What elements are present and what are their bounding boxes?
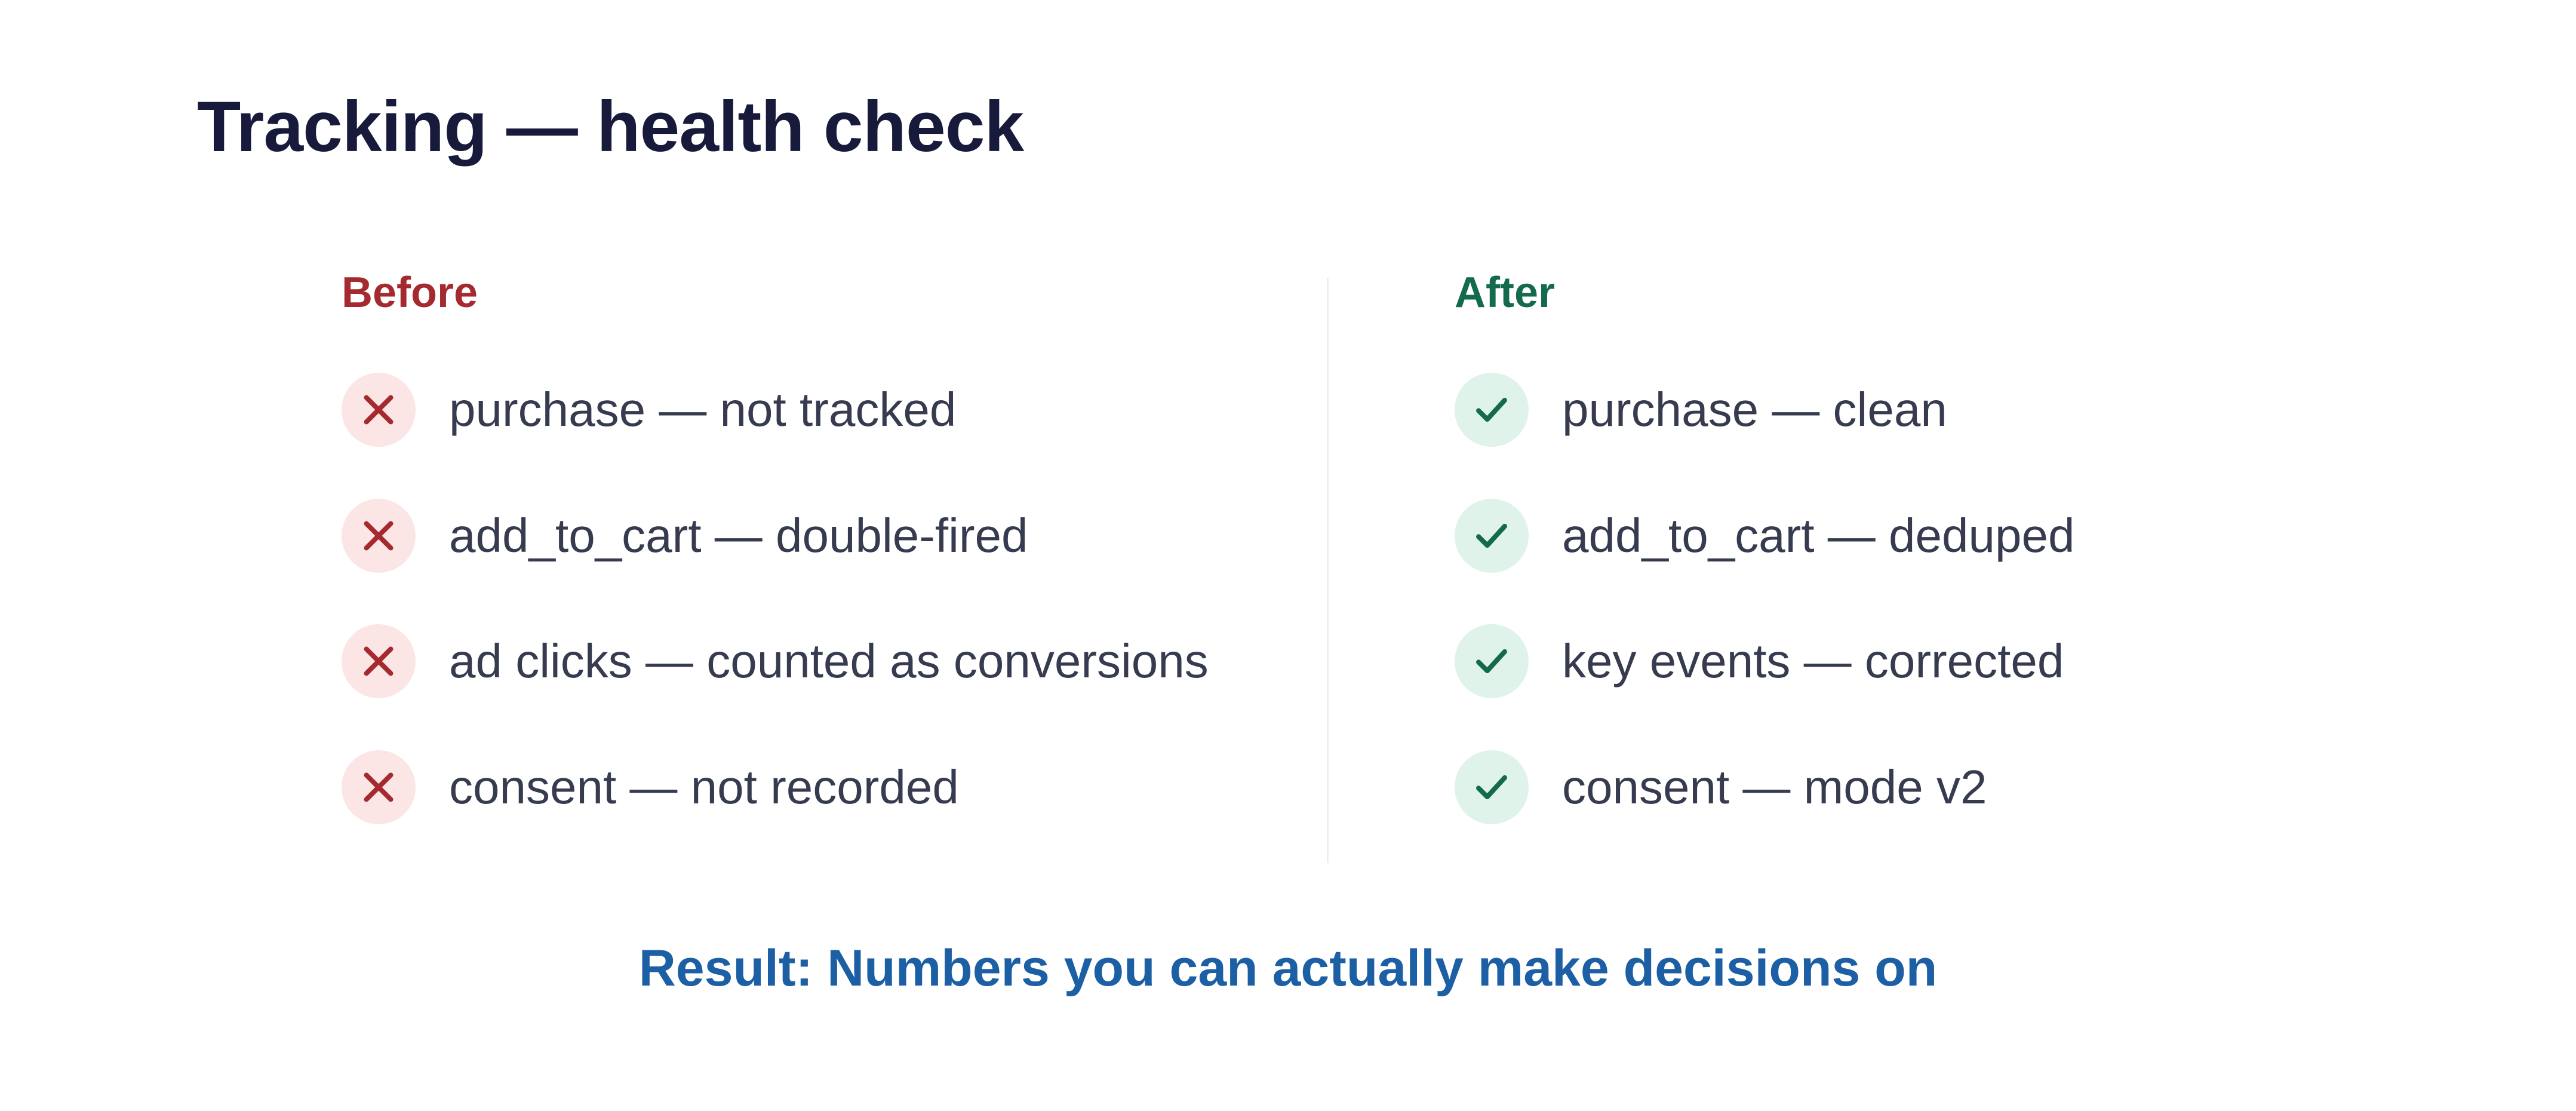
after-item-key-events: key events — corrected: [1455, 624, 2064, 698]
before-item-label: add_to_cart — double-fired: [449, 509, 1028, 562]
after-item-label: purchase — clean: [1562, 383, 1947, 436]
after-item-label: add_to_cart — deduped: [1562, 509, 2075, 562]
check-icon: [1455, 499, 1529, 573]
page-title: Tracking — health check: [197, 87, 1024, 167]
after-item-label: key events — corrected: [1562, 634, 2064, 688]
after-item-purchase: purchase — clean: [1455, 373, 1947, 447]
check-icon: [1455, 624, 1529, 698]
result-statement: Result: Numbers you can actually make de…: [638, 940, 1938, 997]
after-heading: After: [1455, 269, 1556, 317]
after-item-add-to-cart: add_to_cart — deduped: [1455, 499, 2074, 573]
before-item-purchase: purchase — not tracked: [342, 373, 956, 447]
before-column: Before purchase — not tracked add_to_car…: [342, 263, 1209, 824]
column-divider: [1327, 278, 1329, 863]
before-item-ad-clicks: ad clicks — counted as conversions: [342, 624, 1209, 698]
check-icon: [1455, 750, 1529, 824]
x-icon: [342, 499, 416, 573]
after-item-consent: consent — mode v2: [1455, 750, 1987, 824]
x-icon: [342, 750, 416, 824]
before-item-consent: consent — not recorded: [342, 750, 959, 824]
before-item-label: consent — not recorded: [449, 760, 959, 814]
before-item-add-to-cart: add_to_cart — double-fired: [342, 499, 1028, 573]
before-heading: Before: [342, 269, 478, 317]
after-item-label: consent — mode v2: [1562, 760, 1987, 814]
check-icon: [1455, 373, 1529, 447]
after-column: After purchase — clean add_to_cart — ded…: [1455, 263, 2074, 824]
before-item-label: purchase — not tracked: [449, 383, 957, 436]
x-icon: [342, 373, 416, 447]
x-icon: [342, 624, 416, 698]
before-item-label: ad clicks — counted as conversions: [449, 634, 1209, 688]
